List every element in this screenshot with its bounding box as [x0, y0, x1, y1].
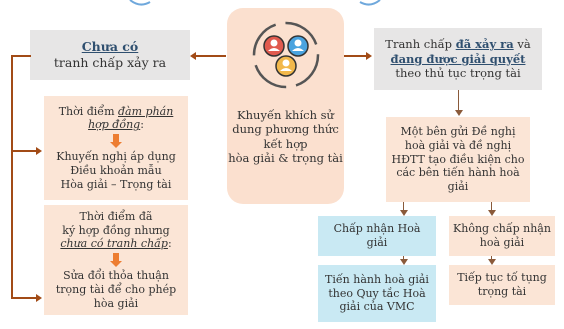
left-box1-line1: Thời điểm	[58, 104, 119, 118]
proc-line3: HĐTT tạo điều kiện cho	[391, 152, 525, 166]
arrow-head-center-to-right	[366, 52, 372, 60]
top-arc-decoration	[129, 0, 381, 6]
left-box1-line5: Hòa giải – Trọng tài	[60, 177, 172, 191]
arrow-head-header-to-proc	[455, 110, 463, 116]
right-header-line1a: Tranh chấp	[385, 37, 456, 52]
arrow-line-center-to-right	[344, 55, 368, 57]
branch-line-accept	[403, 202, 404, 214]
mediation-request-box: Một bên gửi Đề nghị hoà giải và đề nghị …	[386, 117, 530, 202]
left-box2-line3-em: chưa có tranh chấp	[60, 237, 168, 251]
left-box2-line1: Thời điểm đã	[79, 209, 153, 223]
center-line2: dung phương thức	[232, 122, 339, 137]
center-box: Khuyến khích sử dung phương thức kết hợp…	[227, 8, 344, 204]
arrow-head-center-to-left	[190, 52, 196, 60]
left-header-subtitle: tranh chấp xảy ra	[53, 55, 167, 70]
reject-line2: hoà giải	[479, 236, 525, 249]
left-header-title: Chưa có	[81, 39, 139, 55]
proc-line2: hoà giải và đề nghị	[404, 138, 512, 152]
continue-line1: Tiếp tục tố tụng	[457, 271, 547, 285]
arrow-line-center-to-left	[196, 55, 226, 57]
right-header-line2: đang được giải quyết	[390, 51, 526, 66]
right-header-line1c: và	[513, 37, 531, 52]
left-bracket-vertical	[11, 55, 13, 298]
left-box1-line1-em: đàm phán	[118, 104, 174, 118]
continue-arbitration-box: Tiếp tục tố tụng trọng tài	[449, 265, 555, 305]
center-line3: kết hợp	[263, 136, 308, 151]
left-box1-line4: Điều khoản mẫu	[70, 163, 162, 177]
left-box1-line3: Khuyến nghị áp dụng	[56, 150, 176, 164]
left-bracket-top	[11, 55, 31, 57]
left-box2-line5: trọng tài để cho phép	[55, 282, 177, 296]
people-cycle-icon	[252, 21, 319, 89]
proc-line4: các bên tiến hành hoà	[396, 166, 520, 180]
proc-line1: Một bên gửi Đề nghị	[400, 125, 516, 139]
accept-mediation-box: Chấp nhận Hoà giải	[318, 216, 436, 256]
branch-line-reject	[491, 202, 492, 214]
left-bracket-mid	[11, 150, 37, 152]
branch-arrow-accept	[400, 210, 408, 216]
left-box-signed-contract: Thời điểm đã ký hợp đồng nhưng chưa có t…	[44, 205, 188, 315]
left-bracket-bottom	[11, 297, 37, 299]
left-header-box: Chưa có tranh chấp xảy ra	[30, 30, 190, 80]
conduct-line2: theo Quy tắc Hoà	[328, 286, 426, 300]
reject-mediation-box: Không chấp nhận hoà giải	[449, 216, 555, 256]
continue-line2: trọng tài	[477, 285, 527, 298]
center-line1: Khuyến khích sử	[237, 108, 334, 122]
right-header-box: Tranh chấp đã xảy ra và đang được giải q…	[374, 28, 542, 90]
proc-line5: giải	[447, 180, 469, 194]
right-header-line3: theo thủ tục trọng tài	[395, 66, 521, 81]
branch-arrow-reject	[488, 210, 496, 216]
conduct-mediation-box: Tiến hành hoà giải theo Quy tắc Hoà giải…	[318, 265, 436, 322]
left-box2-line6: hòa giải	[93, 296, 139, 310]
accept-line2: giải	[366, 236, 388, 249]
conduct-line3: giải của VMC	[339, 300, 415, 314]
conduct-line1: Tiến hành hoà giải	[325, 272, 429, 286]
left-box2-line3-tail: :	[167, 237, 172, 251]
left-box2-line2: ký hợp đồng nhưng	[62, 223, 170, 237]
arrow-line-header-to-proc	[458, 90, 459, 112]
accept-line1: Chấp nhận Hoà	[333, 222, 421, 236]
arrow-head-accept-to-conduct	[400, 259, 408, 265]
left-box1-line2-tail: :	[140, 118, 144, 132]
orange-down-arrow-1	[110, 134, 122, 149]
left-box2-line4: Sửa đổi thỏa thuận	[63, 269, 169, 282]
arrow-to-left-box1	[36, 147, 42, 155]
orange-down-arrow-2	[110, 253, 122, 267]
right-header-line1b: đã xảy ra	[455, 37, 514, 52]
center-line4: hòa giải & trọng tài	[228, 151, 343, 166]
reject-line1: Không chấp nhận	[453, 222, 551, 236]
arrow-head-reject-to-continue	[488, 259, 496, 265]
arrow-to-left-box2	[36, 294, 42, 302]
left-box1-line2-em: hợp đồng	[88, 118, 141, 132]
left-box-negotiation: Thời điểm đàm phán hợp đồng: Khuyến nghị…	[44, 96, 188, 200]
